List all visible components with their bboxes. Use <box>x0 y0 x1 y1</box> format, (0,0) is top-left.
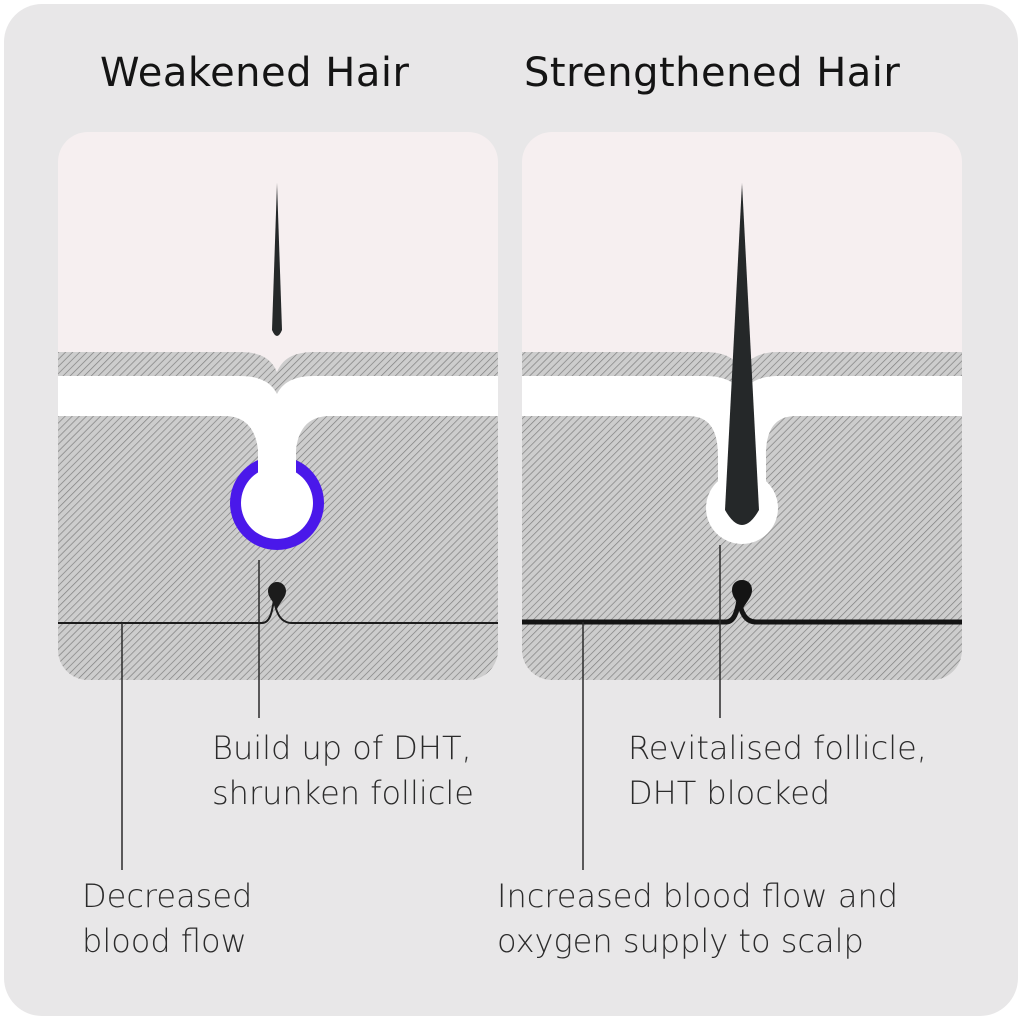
dht-shrunken-follicle-label: Build up of DHT, shrunken follicle <box>212 726 474 816</box>
increased-flow-line-2: oxygen supply to scalp <box>497 922 864 960</box>
dht-shrunken-line-1: Build up of DHT, <box>212 729 472 767</box>
increased-flow-line-1: Increased blood flow and <box>497 877 899 915</box>
shrunken-follicle-neck <box>258 440 296 490</box>
weakened-epidermis-band <box>58 376 498 486</box>
weakened-hair-shaft <box>272 183 282 336</box>
strengthened-hair-title: Strengthened Hair <box>524 50 901 96</box>
revitalised-line-1: Revitalised follicle, <box>628 729 927 767</box>
revitalised-follicle-label: Revitalised follicle, DHT blocked <box>628 726 927 816</box>
strengthened-hair-shaft <box>725 183 759 525</box>
strengthened-vessel-droplet <box>732 580 752 610</box>
weakened-panel <box>58 132 498 680</box>
revitalised-line-2: DHT blocked <box>628 774 831 812</box>
strengthened-panel <box>522 132 962 680</box>
dht-shrunken-line-2: shrunken follicle <box>212 774 474 812</box>
weakened-vessel-droplet <box>268 582 286 609</box>
decreased-flow-line-1: Decreased <box>82 877 253 915</box>
decreased-blood-flow-label: Decreased blood flow <box>82 874 252 964</box>
weakened-hair-title: Weakened Hair <box>100 50 410 96</box>
increased-blood-flow-label: Increased blood flow and oxygen supply t… <box>497 874 898 964</box>
decreased-flow-line-2: blood flow <box>82 922 247 960</box>
